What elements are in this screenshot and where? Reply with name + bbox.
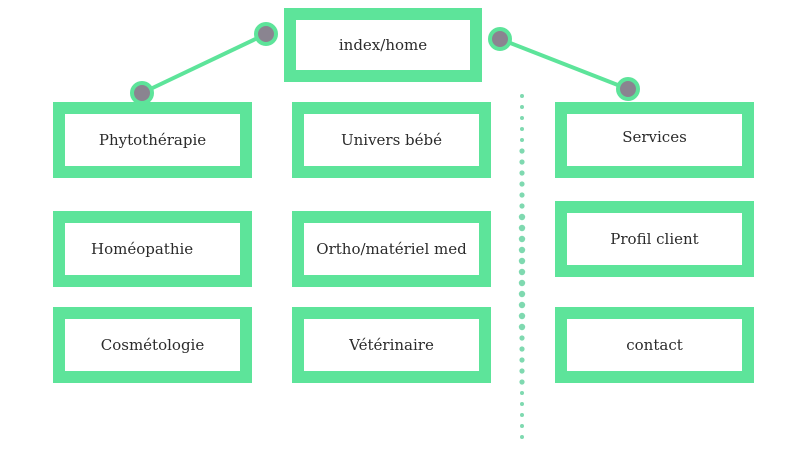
box-label: Vétérinaire — [349, 336, 434, 354]
box-label: Homéopathie — [91, 240, 194, 258]
divider-dot — [520, 138, 524, 142]
divider-dot — [520, 413, 524, 417]
divider-dot — [519, 368, 525, 374]
box-veterinaire[interactable]: Vétérinaire — [292, 307, 491, 383]
divider-dot — [520, 127, 524, 131]
divider-dot — [518, 312, 526, 320]
box-services[interactable]: Services — [555, 102, 754, 178]
divider-dot — [520, 402, 524, 406]
divider-dot — [518, 224, 526, 232]
node-left-branch — [130, 81, 154, 105]
divider-dot — [518, 279, 526, 287]
divider-dot — [518, 246, 526, 254]
box-label: Phytothérapie — [98, 131, 207, 149]
divider-dot — [519, 335, 525, 341]
box-phytotherapie[interactable]: Phytothérapie — [53, 102, 252, 178]
box-label: Services — [622, 128, 687, 146]
box-univers-bebe[interactable]: Univers bébé — [292, 102, 491, 178]
dotted-divider — [518, 94, 526, 439]
box-label: Profil client — [610, 230, 699, 248]
box-ortho-materiel-med[interactable]: Ortho/matériel med — [292, 211, 491, 287]
node-root-right — [488, 27, 512, 51]
divider-dot — [518, 257, 526, 265]
divider-dot — [520, 116, 524, 120]
divider-dot — [518, 323, 526, 331]
divider-dot — [518, 268, 526, 276]
divider-dot — [519, 181, 525, 187]
divider-dot — [518, 213, 526, 221]
divider-dot — [519, 346, 525, 352]
divider-dot — [519, 148, 525, 154]
divider-dot — [519, 192, 525, 198]
divider-dot — [518, 290, 526, 298]
box-label: Ortho/matériel med — [316, 240, 467, 258]
divider-dot — [518, 235, 526, 243]
divider-dot — [520, 94, 524, 98]
divider-dot — [519, 357, 525, 363]
root-box[interactable]: index/home — [284, 8, 482, 82]
divider-dot — [519, 170, 525, 176]
box-label: contact — [626, 336, 683, 354]
box-label: Cosmétologie — [100, 336, 205, 354]
node-right-branch — [616, 77, 640, 101]
divider-dot — [520, 424, 524, 428]
divider-dot — [519, 379, 525, 385]
divider-dot — [519, 159, 525, 165]
divider-dot — [518, 301, 526, 309]
box-contact[interactable]: contact — [555, 307, 754, 383]
box-homeopathie[interactable]: Homéopathie — [53, 211, 252, 287]
box-label: Univers bébé — [340, 131, 443, 149]
divider-dot — [520, 391, 524, 395]
root-label: index/home — [338, 36, 428, 54]
connector-left — [141, 32, 267, 95]
divider-dot — [519, 203, 525, 209]
box-profil-client[interactable]: Profil client — [555, 201, 754, 277]
divider-dot — [520, 435, 524, 439]
node-root-left — [254, 22, 278, 46]
box-cosmetologie[interactable]: Cosmétologie — [53, 307, 252, 383]
connector-right — [499, 37, 629, 91]
divider-dot — [520, 105, 524, 109]
